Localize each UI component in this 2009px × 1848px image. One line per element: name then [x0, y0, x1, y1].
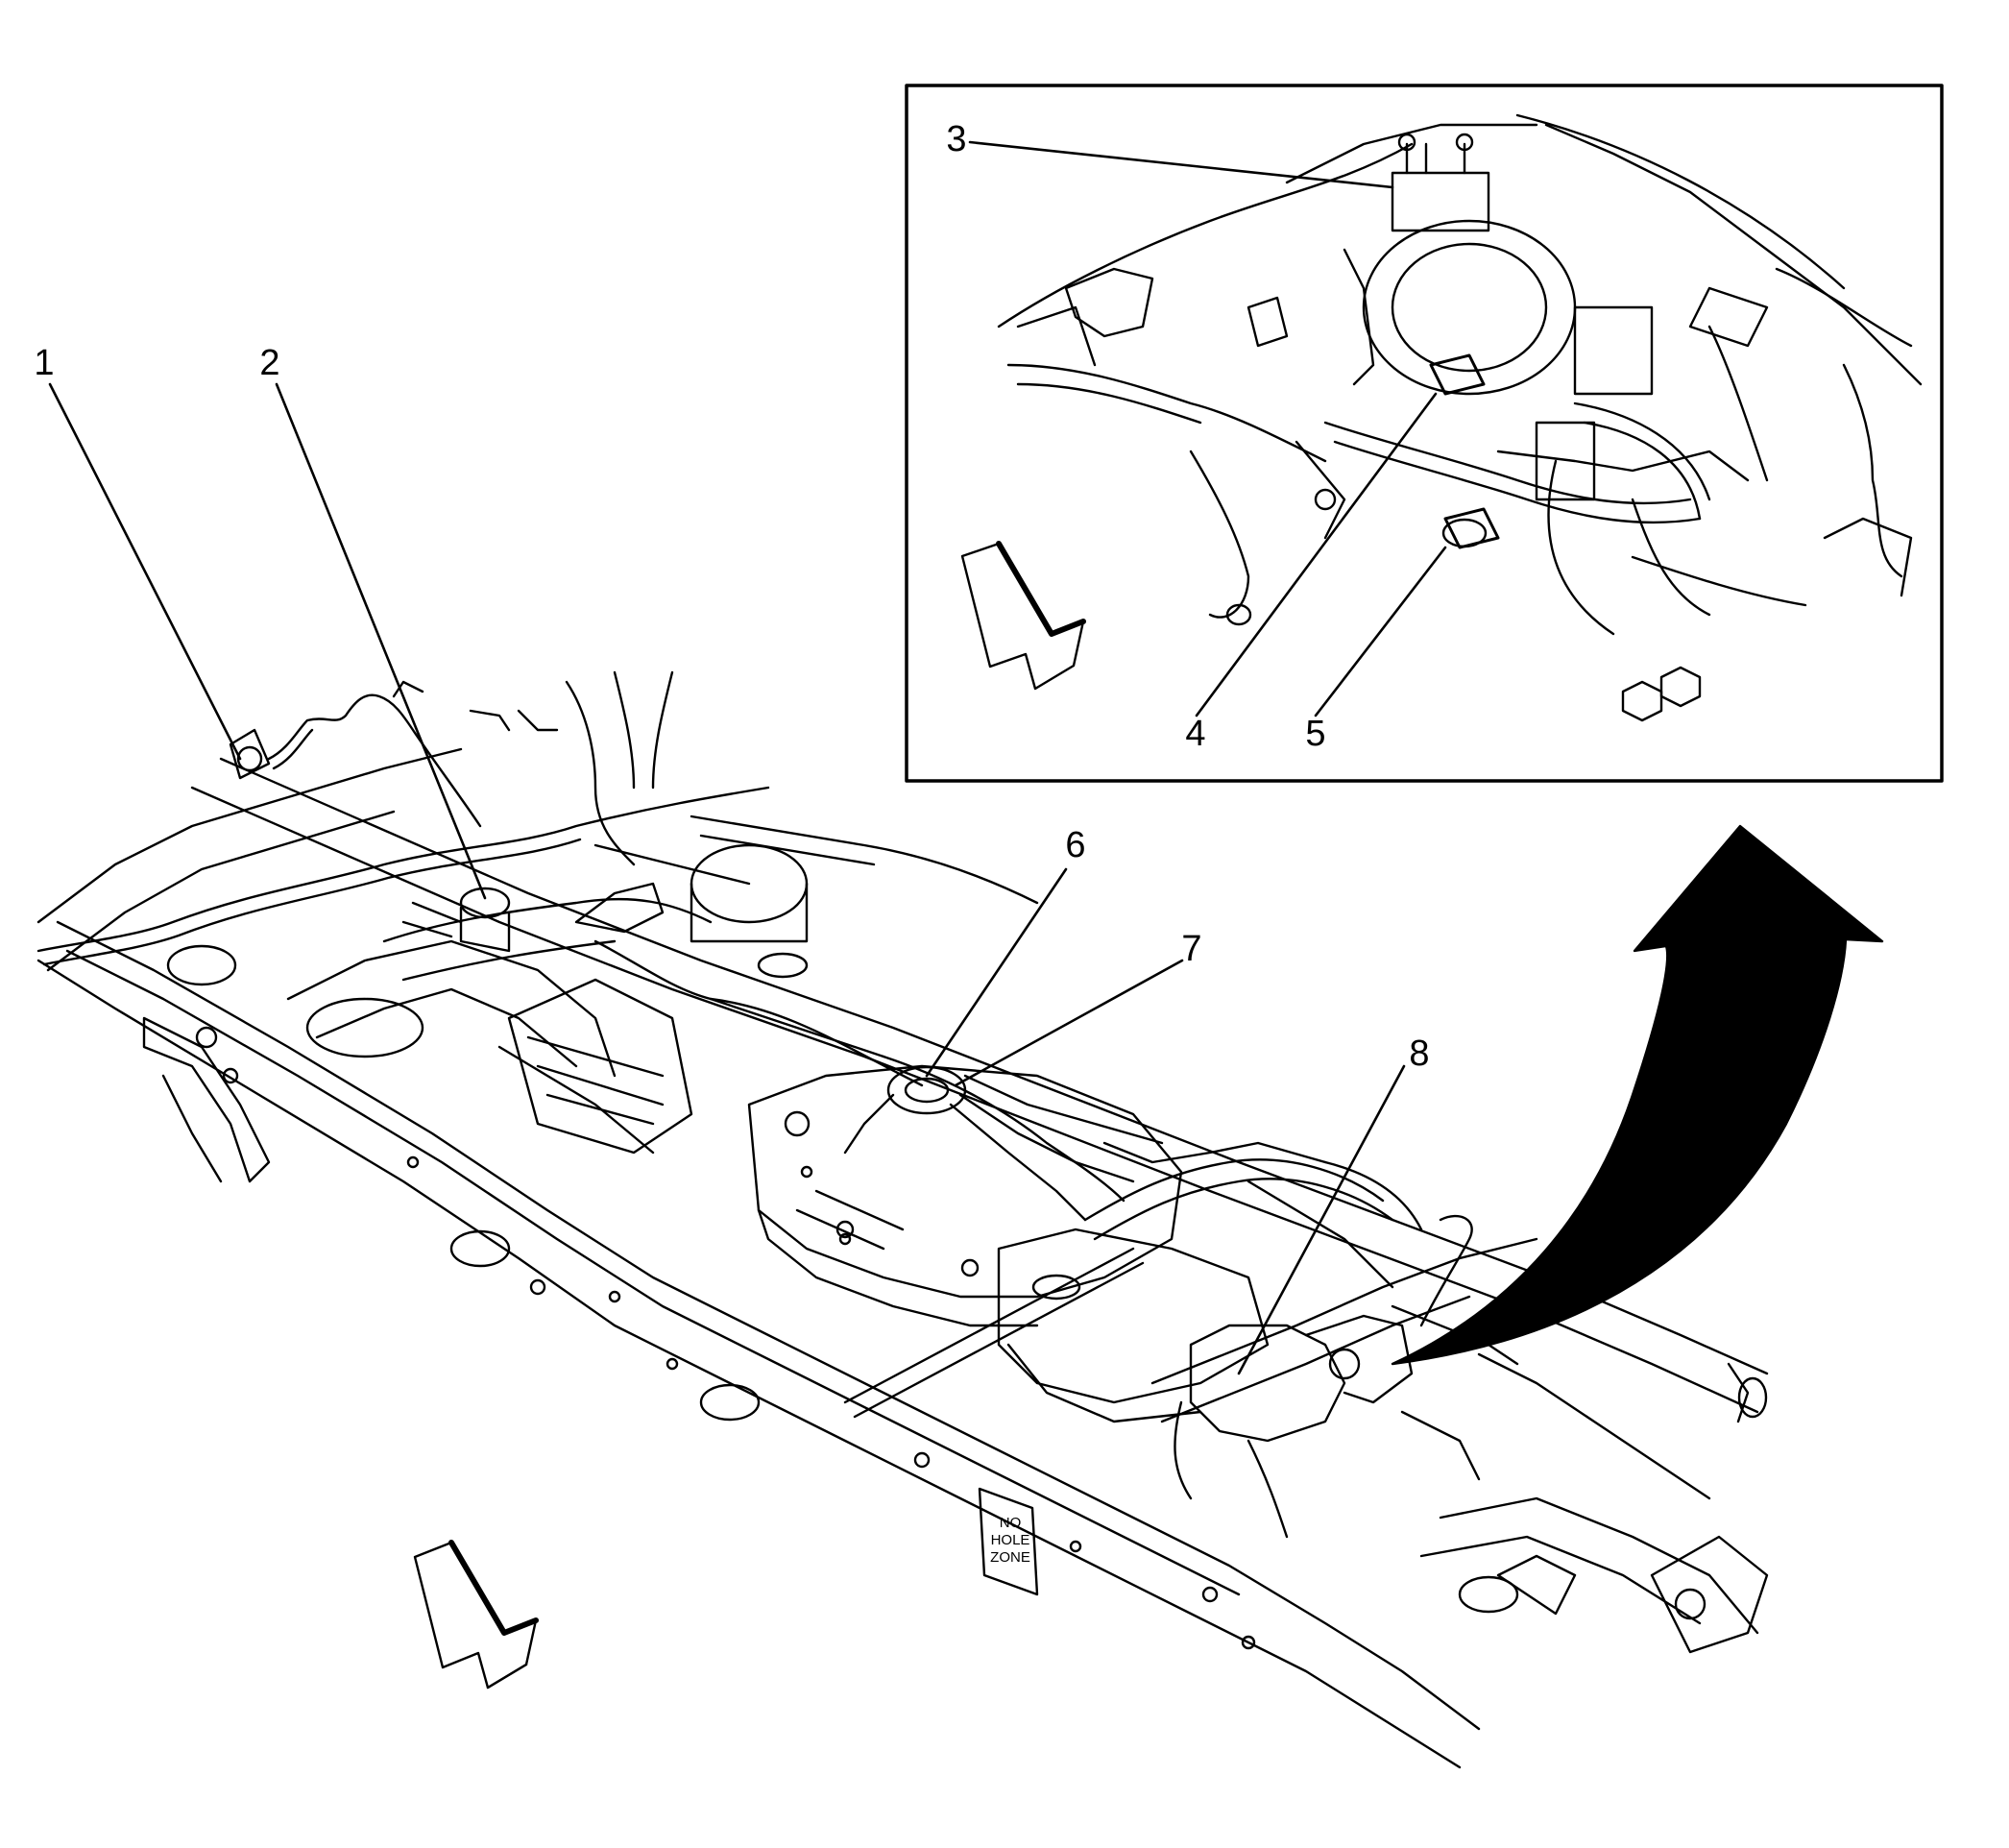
stencil-line-1: NO	[1000, 1515, 1022, 1531]
stencil-line-3: ZONE	[990, 1549, 1030, 1566]
fuel-lines	[36, 786, 1423, 1419]
vehicle-frame	[36, 747, 1769, 1769]
leader-line-8	[1237, 1064, 1406, 1375]
fuel-pump-module	[843, 1065, 1164, 1222]
leader-line-4	[1195, 392, 1438, 717]
detail-view-arrow	[1391, 824, 1884, 1366]
callout-7: 7	[1181, 929, 1202, 969]
callout-4: 4	[1185, 714, 1206, 754]
leader-line-3	[968, 140, 1394, 189]
callout-2: 2	[259, 343, 280, 383]
forward-arrow-inset	[960, 541, 1086, 691]
callout-5: 5	[1305, 714, 1326, 754]
no-hole-zone-placard	[978, 1487, 1039, 1596]
leader-line-6	[925, 867, 1068, 1078]
detail-inset	[905, 84, 1944, 783]
wiring-harness-connector	[229, 680, 482, 828]
callout-6: 6	[1065, 825, 1086, 865]
stencil-line-2: HOLE	[991, 1532, 1030, 1548]
leader-line-5	[1314, 546, 1447, 717]
harness-routing	[469, 670, 1039, 905]
leader-lines	[48, 140, 1447, 1375]
callout-8: 8	[1409, 1033, 1430, 1074]
forward-arrow-main	[413, 1540, 539, 1690]
evap-canister	[401, 843, 809, 1155]
leader-line-7	[954, 959, 1184, 1087]
leader-line-2	[275, 382, 487, 900]
callout-1: 1	[34, 343, 55, 383]
callout-3: 3	[946, 119, 967, 159]
no-hole-zone-text: NO HOLE ZONE	[990, 1515, 1030, 1566]
leader-line-1	[48, 382, 242, 761]
